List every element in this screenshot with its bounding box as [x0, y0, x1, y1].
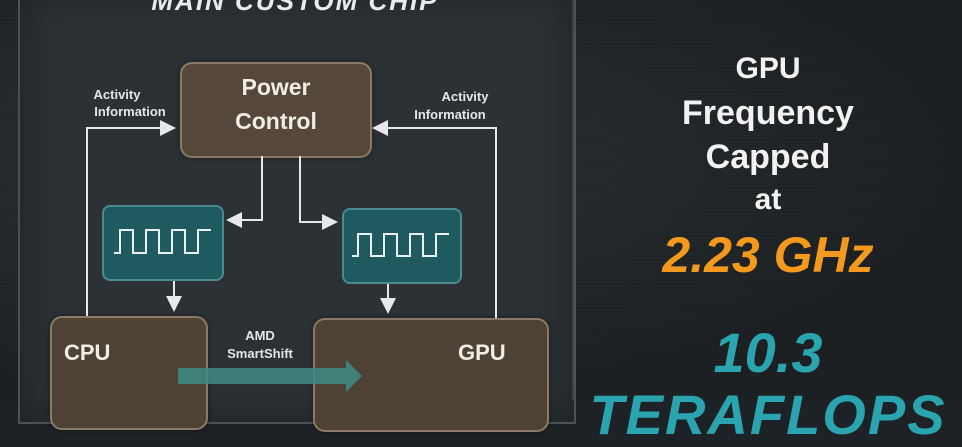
activity-info-left-line1: Activity [93, 87, 141, 102]
diagram-title: MAIN CUSTOM CHIP [151, 0, 439, 16]
activity-arrow-right [372, 120, 497, 318]
capped-heading: Capped [705, 138, 831, 176]
tflops-value: 10.3 [713, 321, 823, 384]
at-heading: at [754, 183, 782, 216]
frequency-heading: Frequency [682, 94, 854, 132]
power-control-label-line2: Control [235, 108, 317, 134]
power-control-box [180, 62, 372, 158]
activity-info-right-line1: Activity [441, 89, 489, 104]
activity-info-left-line2: Information [94, 104, 166, 119]
smartshift-label-line1: AMD [245, 328, 275, 343]
power-control-label-line1: Power [241, 74, 311, 100]
cpu-clock-signal-box [102, 205, 224, 281]
gpu-label: GPU [458, 340, 506, 365]
cpu-label: CPU [64, 340, 111, 365]
activity-arrow-left [86, 120, 176, 316]
smartshift-arrow [178, 360, 362, 392]
gpu-clock-signal-box [342, 208, 462, 284]
gpu-heading: GPU [735, 52, 801, 85]
tflops-unit: TERAFLOPS [589, 383, 947, 446]
gpu-frequency-value: 2.23 GHz [662, 227, 874, 283]
panel-divider [572, 0, 574, 400]
activity-info-right-line2: Information [414, 107, 486, 122]
power-to-gpu-clock-arrow [299, 156, 338, 230]
diagram-connectors [86, 120, 497, 392]
gpu-square-wave-icon [352, 233, 449, 257]
cpu-square-wave-icon [114, 229, 211, 254]
smartshift-label-line2: SmartShift [227, 346, 293, 361]
power-to-cpu-clock-arrow [226, 156, 263, 228]
